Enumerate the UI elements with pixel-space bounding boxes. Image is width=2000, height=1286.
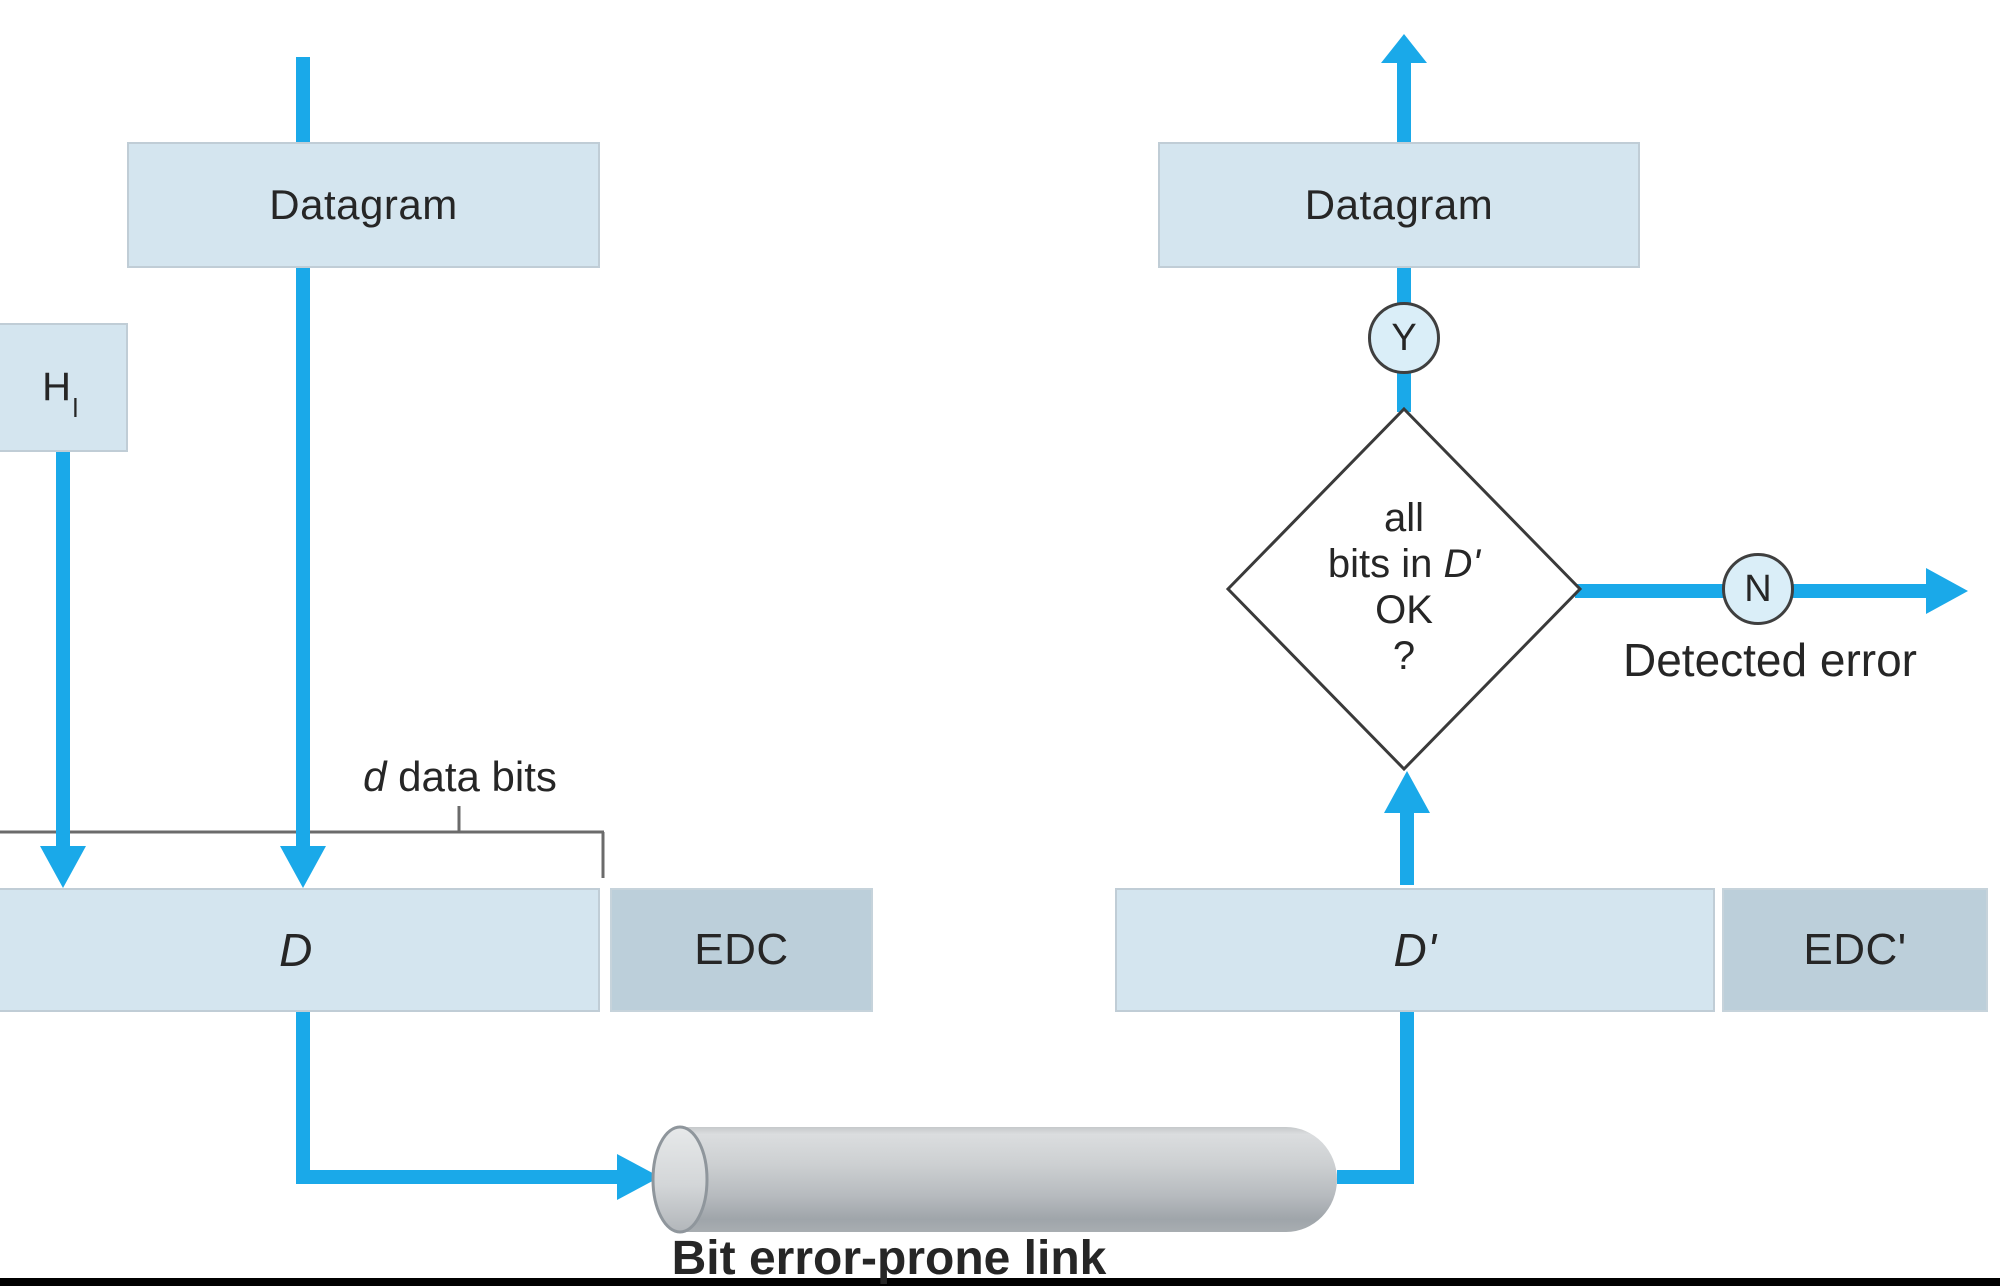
arrowheads [40,34,1968,1200]
payload-d-label: D [279,924,313,976]
no-circle: N [1722,553,1794,625]
receiver-datagram-box: Datagram [1158,142,1640,268]
link-cylinder-end [651,1125,709,1234]
payload-d-prime-box: D' [1115,888,1715,1012]
edc-prime-label: EDC' [1803,925,1907,974]
datagram-up-arrowhead [1381,34,1427,63]
flow-lines [56,57,1927,1184]
into-link-arrowhead [617,1154,660,1200]
link-cylinder [651,1125,1337,1234]
bottom-border [0,1278,2000,1286]
receiver-datagram-label: Datagram [1304,181,1494,228]
link-header-box: Hl [0,323,128,452]
detected-error-label: Detected error [1622,634,1917,686]
link-header-label: Hl [42,365,79,423]
yes-label: Y [1391,316,1417,359]
link-to-receiver-line [1337,1010,1414,1184]
sender-to-link-line [296,1010,618,1184]
link-cylinder-body [680,1127,1337,1232]
datagram-down-arrowhead [280,846,326,888]
decision-text: all bits in D' OK ? [1327,496,1481,678]
header-down-arrowhead [40,846,86,888]
edc-box: EDC [610,888,873,1012]
payload-d-box: D [0,888,600,1012]
no-label: N [1744,567,1772,610]
sender-datagram-label: Datagram [269,181,458,228]
edc-label: EDC [694,925,789,974]
payload-d-prime-label: D' [1393,924,1437,976]
bit-error-prone-link-label: Bit error-prone link [671,1231,1107,1285]
d-data-bits-label: d data bits [363,753,557,800]
yes-circle: Y [1368,302,1440,374]
edc-prime-box: EDC' [1722,888,1988,1012]
no-branch-arrowhead [1926,568,1968,614]
sender-datagram-box: Datagram [127,142,600,268]
into-decision-arrowhead [1384,771,1430,813]
decision-diamond [1225,406,1583,772]
